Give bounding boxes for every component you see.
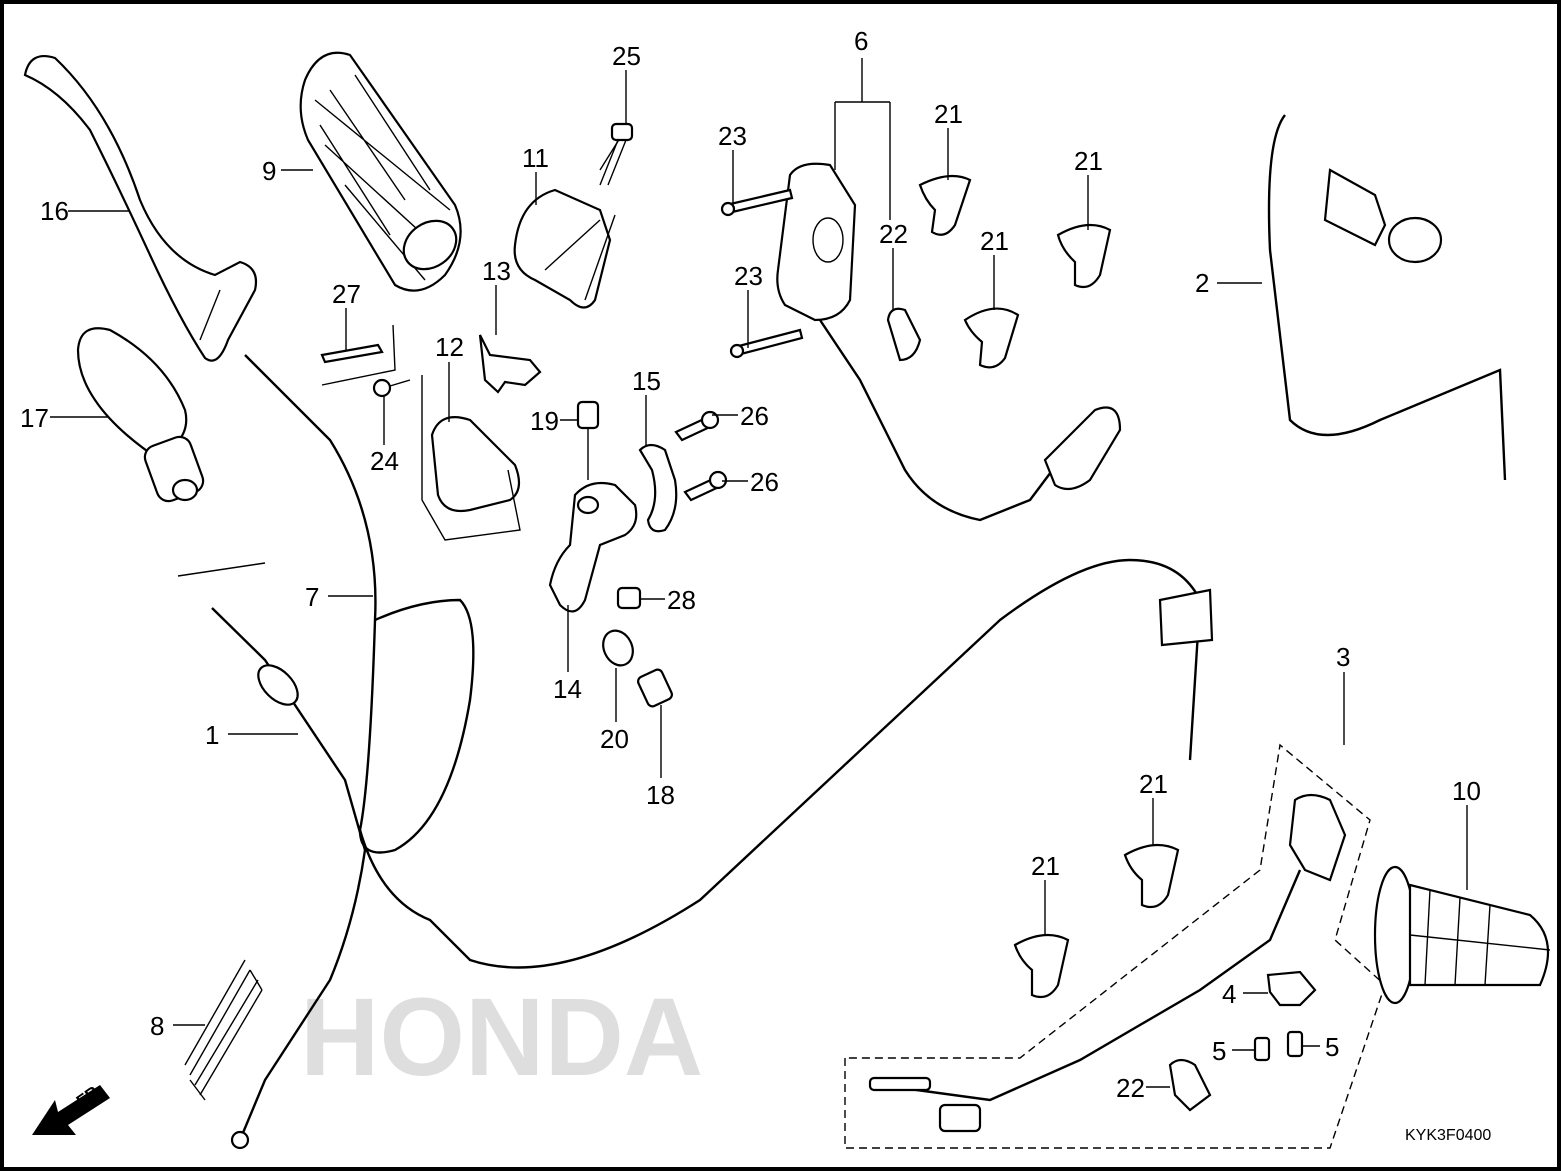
screw-23-upper (720, 188, 794, 217)
clamp-21-e (1013, 933, 1070, 999)
nut-28 (616, 586, 642, 610)
callout-27: 27 (332, 279, 361, 309)
cable-1 (177, 562, 367, 1150)
grip-left (299, 51, 462, 292)
lever-bracket (76, 327, 205, 503)
screw-5-right (1286, 1030, 1304, 1058)
leader-lines (50, 58, 1468, 1088)
callout-22-lower: 22 (1116, 1073, 1145, 1103)
callout-5-left: 5 (1212, 1036, 1226, 1066)
callout-24: 24 (370, 446, 399, 476)
switch-assembly-6 (776, 101, 1122, 522)
screw-23-lower (729, 328, 804, 359)
callout-2: 2 (1195, 268, 1209, 298)
cable-tie-22-lower (1168, 1058, 1212, 1112)
callout-20: 20 (600, 724, 629, 754)
clamp-15 (638, 443, 678, 533)
clutch-lever (23, 54, 258, 362)
callout-25: 25 (612, 41, 641, 71)
bolt-26-upper (674, 410, 720, 442)
cable-tie-22-upper (886, 307, 922, 362)
callout-21-c: 21 (1074, 146, 1103, 176)
screw-24 (372, 378, 411, 398)
callout-23-lower: 23 (734, 261, 763, 291)
callout-15: 15 (632, 366, 661, 396)
washer-20 (602, 629, 634, 667)
adjuster-18 (637, 668, 673, 708)
choke-cable-2 (1267, 114, 1507, 481)
callout-10: 10 (1452, 776, 1481, 806)
holder-4 (1266, 970, 1317, 1007)
callout-labels: 1 2 3 4 5 5 6 7 8 9 10 11 12 13 14 15 16… (20, 26, 1481, 1103)
callout-16: 16 (40, 196, 69, 226)
callout-13: 13 (482, 256, 511, 286)
callout-28: 28 (667, 585, 696, 615)
bolt-19 (576, 400, 600, 480)
spring-8 (184, 959, 263, 1101)
clamp-21-a (918, 174, 972, 236)
callout-18: 18 (646, 780, 675, 810)
callout-21-d: 21 (1139, 769, 1168, 799)
callout-12: 12 (435, 332, 464, 362)
grip-right (1373, 865, 1551, 1005)
callout-11: 11 (522, 143, 549, 173)
throttle-cable-3 (844, 743, 1386, 1149)
bolt-26-lower (683, 470, 728, 502)
clamp-21-d (1123, 843, 1180, 909)
callout-21-b: 21 (980, 226, 1009, 256)
callout-8: 8 (150, 1011, 164, 1041)
callout-1: 1 (205, 720, 219, 750)
callout-14: 14 (553, 674, 582, 704)
switch-housing-lower (421, 375, 521, 541)
callout-7: 7 (305, 582, 319, 612)
callout-4: 4 (1222, 979, 1236, 1009)
front-direction-arrow: FR. (32, 1080, 110, 1135)
callout-17: 17 (20, 403, 49, 433)
callout-26-lower: 26 (750, 467, 779, 497)
screw-5-left (1253, 1036, 1271, 1062)
screw-27 (320, 324, 396, 386)
callout-21-a: 21 (934, 99, 963, 129)
plate-13 (478, 334, 542, 394)
callout-3: 3 (1336, 642, 1350, 672)
diagram-code: KYK3F0400 (1405, 1127, 1491, 1144)
lever-holder (548, 481, 638, 613)
screw-25 (599, 122, 634, 186)
callout-26-upper: 26 (740, 401, 769, 431)
watermark-logo: HONDA (300, 976, 703, 1099)
cable-7 (244, 354, 1214, 969)
switch-housing-upper (513, 129, 626, 309)
clamp-21-c (1056, 223, 1112, 289)
callout-23-upper: 23 (718, 121, 747, 151)
callout-6: 6 (854, 26, 868, 56)
callout-21-e: 21 (1031, 851, 1060, 881)
callout-19: 19 (530, 406, 559, 436)
callout-5-right: 5 (1325, 1032, 1339, 1062)
clamp-21-b (963, 307, 1020, 369)
callout-9: 9 (262, 156, 276, 186)
callout-22-upper: 22 (879, 219, 908, 249)
